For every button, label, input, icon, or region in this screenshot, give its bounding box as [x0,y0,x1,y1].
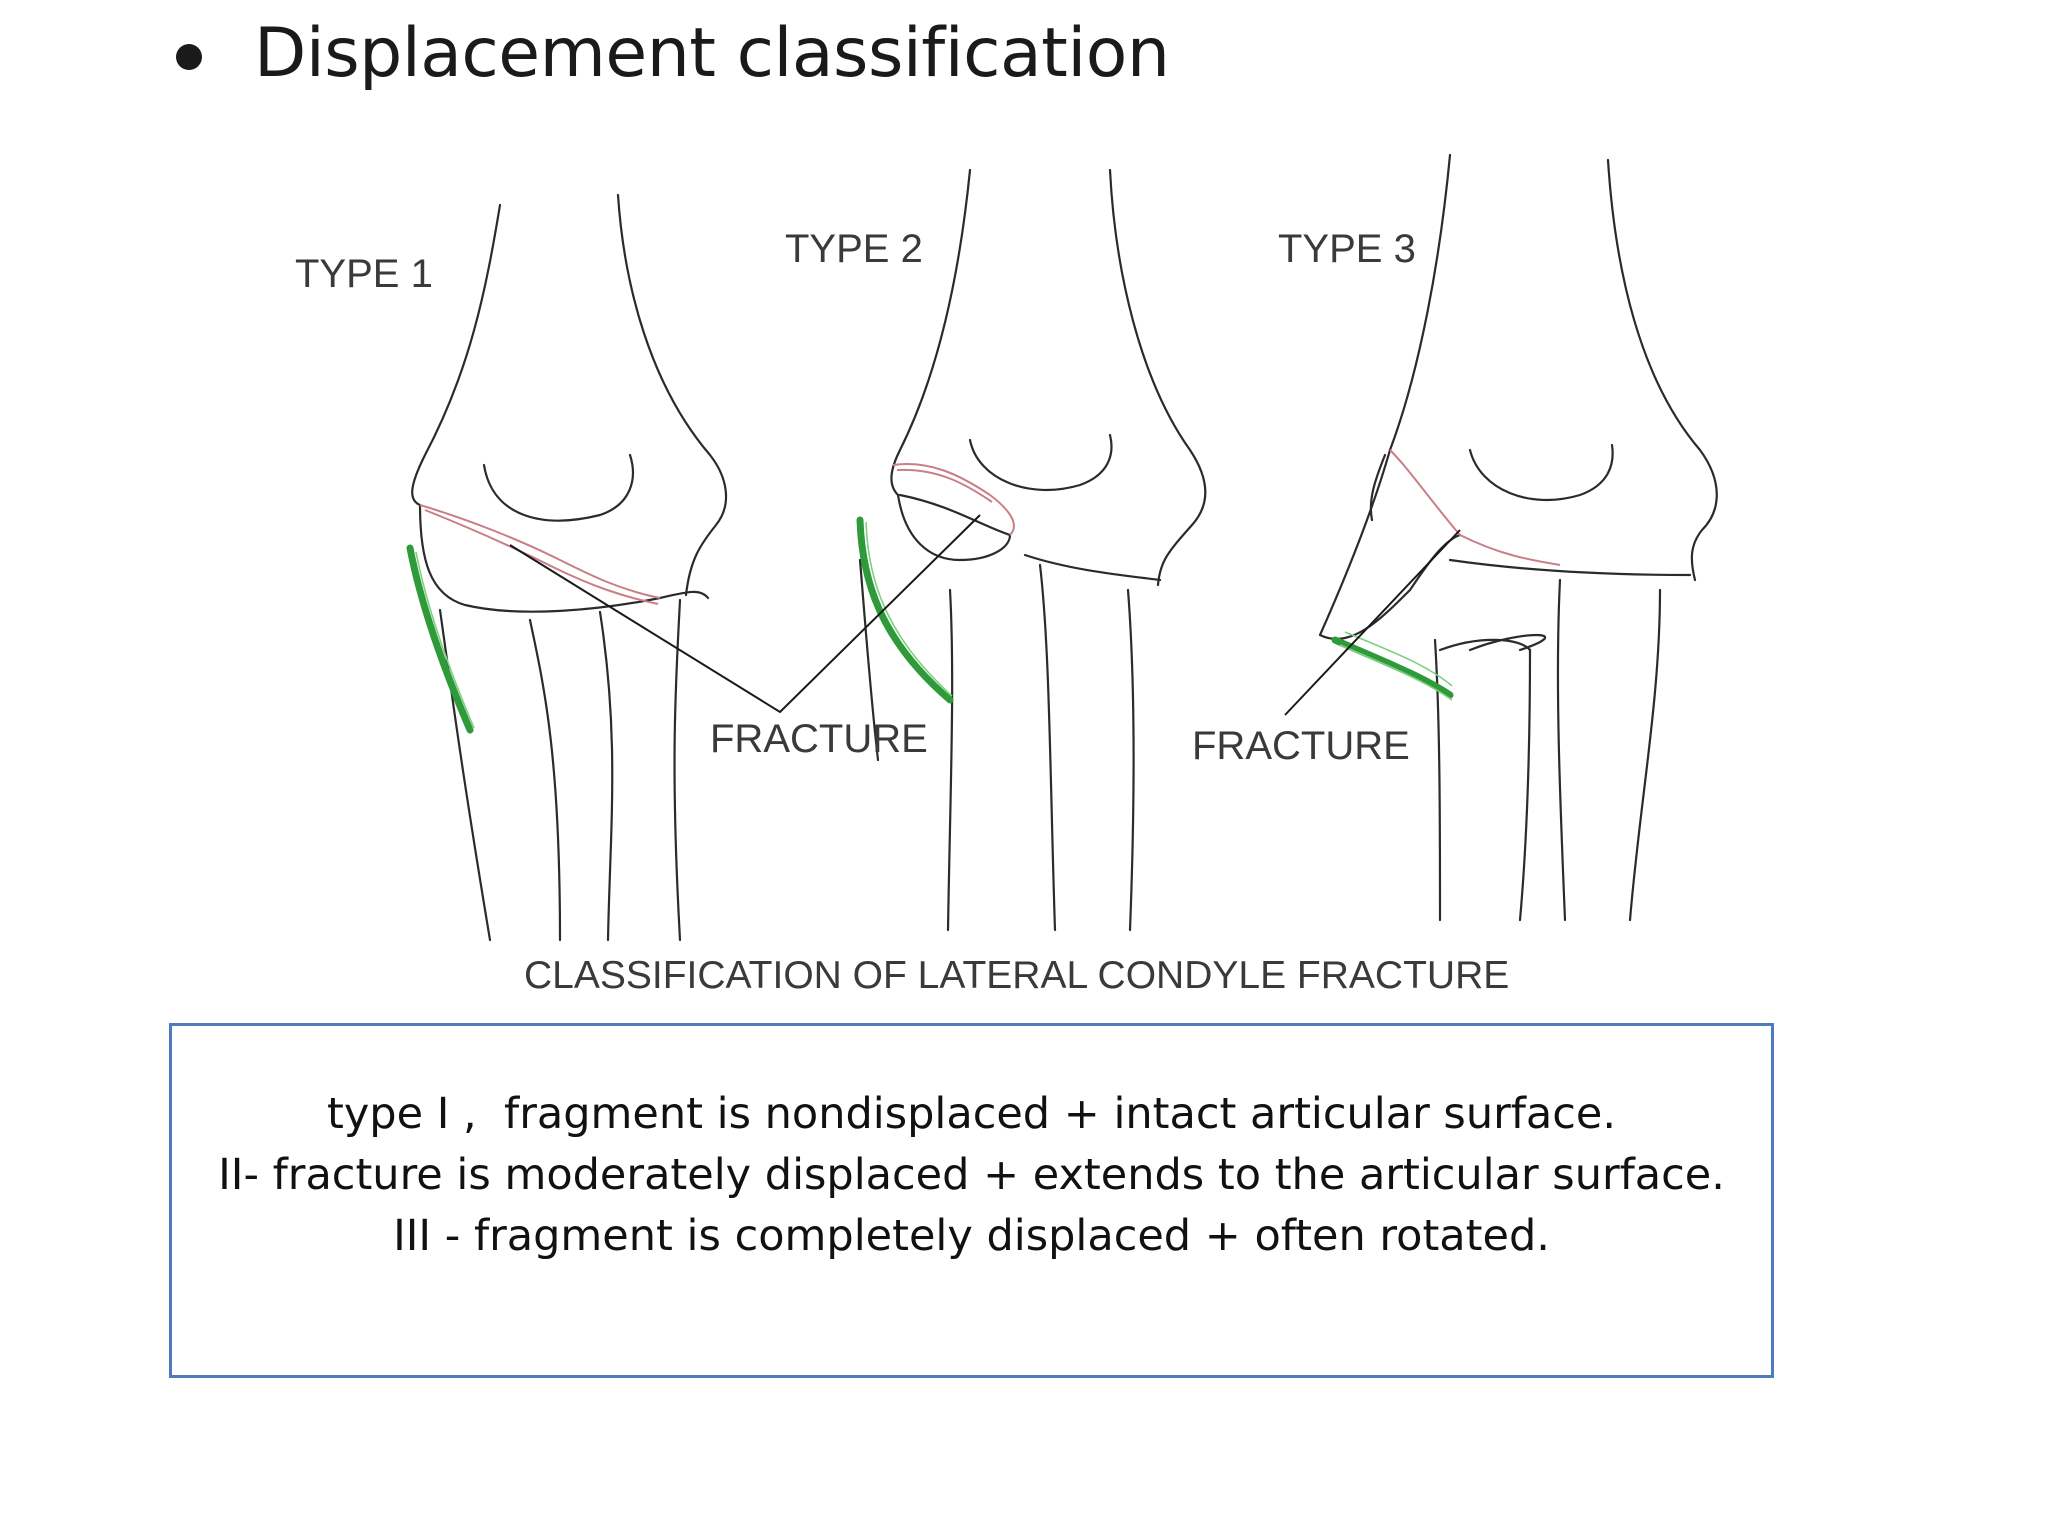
fracture-pointer-line [1284,529,1461,716]
bullet-icon [176,43,202,70]
fracture-pointer-line [509,514,981,714]
description-box: type I , fragment is nondisplaced + inta… [169,1023,1774,1378]
slide-title-text: Displacement classification [254,14,1170,93]
fracture-label: FRACTURE [1192,724,1410,768]
description-line: type I , fragment is nondisplaced + inta… [326,1089,1617,1139]
type-3-elbow-drawing [1318,153,1718,922]
type-1-elbow-drawing [406,193,728,942]
figure-caption: CLASSIFICATION OF LATERAL CONDYLE FRACTU… [524,954,1509,997]
type-label: TYPE 3 [1278,227,1416,271]
type-label: TYPE 2 [785,227,923,271]
fracture-label: FRACTURE [710,717,928,761]
type-2-elbow-drawing [856,168,1207,932]
slide-title: Displacement classification [176,14,1170,93]
type-label: TYPE 1 [295,252,433,296]
description-line: III - fragment is completely displaced +… [393,1211,1550,1261]
description-line: II- fracture is moderately displaced + e… [218,1150,1725,1200]
